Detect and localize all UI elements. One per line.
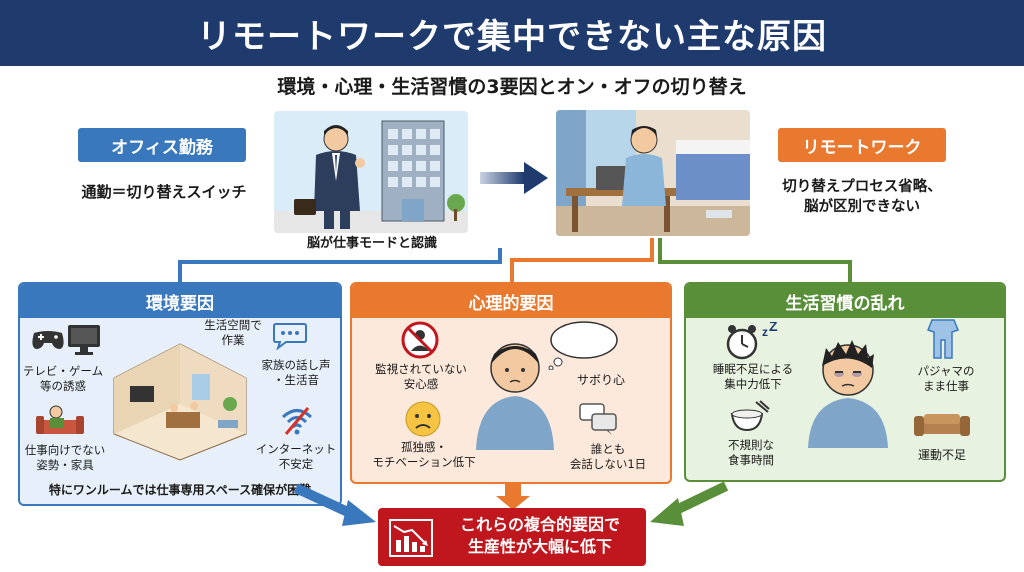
declining-chart-icon: [388, 518, 434, 558]
wifi-off-icon: [280, 404, 314, 438]
rice-bowl-icon: [728, 400, 770, 434]
tv-icon: [66, 323, 102, 357]
result-box: これらの複合的要因で 生産性が大幅に低下: [378, 508, 646, 566]
life-pajama-text: パジャマの まま仕事: [917, 364, 975, 393]
tired-person-illustration: [802, 334, 894, 448]
life-meal-text: 不規則な 食事時間: [728, 438, 774, 467]
transition-arrow: [480, 162, 550, 194]
life-exercise-text: 運動不足: [917, 448, 966, 462]
svg-text:z: z: [762, 325, 768, 339]
mind-panel-title: 心理的要因: [352, 284, 670, 318]
page-subtitle: 環境・心理・生活習慣の3要因とオン・オフの切り替え: [277, 76, 747, 98]
env-panel-title: 環境要因: [20, 284, 340, 318]
env-space-text: 生活空間で 作業: [204, 318, 262, 347]
mind-relief-text: 監視されていない 安心感: [375, 362, 467, 391]
mind-slack-text: サボり心: [576, 373, 625, 387]
office-illustration: [274, 111, 468, 233]
remote-desc-1: 切り替えプロセス省略、: [782, 179, 942, 195]
sofa-person-icon: [36, 404, 84, 440]
env-footer: 特にワンルームでは仕事専用スペース確保が困難: [48, 483, 312, 497]
page-title: リモートワークで集中できない主な原因: [0, 0, 1024, 66]
office-label: オフィス勤務: [78, 128, 246, 162]
env-posture-text: 仕事向けでない 姿勢・家具: [24, 443, 106, 472]
remote-desc-2: 脳が区別できない: [804, 199, 920, 215]
no-surveillance-icon: [400, 320, 440, 360]
pajama-icon: [926, 318, 960, 360]
remote-label: リモートワーク: [778, 128, 946, 162]
gamepad-icon: [30, 327, 66, 353]
svg-text:Z: Z: [769, 322, 778, 334]
office-desc: 通勤＝切り替えスイッチ: [81, 183, 247, 201]
result-text: これらの複合的要因で 生産性が大幅に低下: [459, 515, 620, 556]
thought-bubble-icon: [546, 318, 620, 370]
sofa-icon: [914, 408, 970, 440]
life-sleep-text: 睡眠不足による 集中力低下: [712, 362, 794, 391]
sad-face-icon: [404, 400, 442, 438]
env-family-text: 家族の話し声 ・生活音: [261, 358, 331, 387]
thinking-person-illustration: [470, 334, 560, 450]
speech-bubble-icon: [272, 322, 308, 350]
mind-lonely-text: 孤独感・ モチベーション低下: [372, 440, 476, 469]
env-tv-text: テレビ・ゲーム 等の誘惑: [22, 364, 104, 393]
mind-talk-text: 誰とも 会話しない1日: [569, 442, 647, 471]
chat-bubbles-icon: [578, 402, 618, 436]
office-caption: 脳が仕事モードと認識: [306, 236, 437, 251]
env-net-text: インターネット 不安定: [255, 442, 337, 471]
remote-illustration: [556, 110, 750, 236]
room-illustration: [110, 334, 250, 462]
life-panel-title: 生活習慣の乱れ: [686, 284, 1004, 318]
